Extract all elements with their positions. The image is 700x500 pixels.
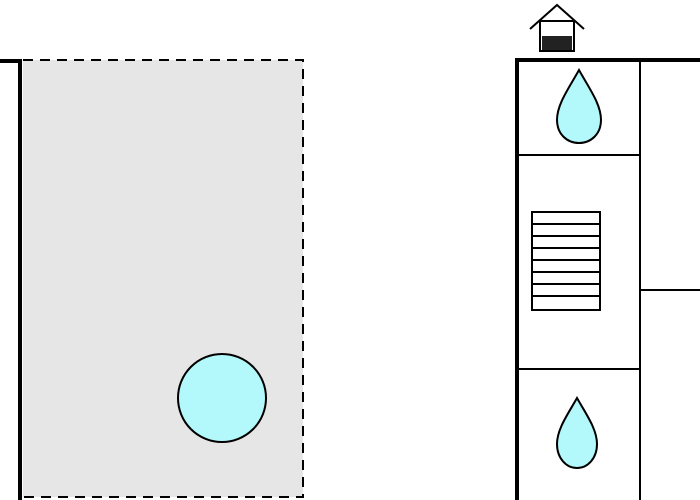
staircase-icon <box>531 211 601 311</box>
pool-circle-icon <box>177 353 267 443</box>
water-drop-icon <box>555 395 599 470</box>
house-icon <box>529 3 585 52</box>
outdoor-area-dashed-border <box>23 59 304 498</box>
water-drop-icon <box>555 67 603 145</box>
outdoor-area <box>23 60 303 497</box>
